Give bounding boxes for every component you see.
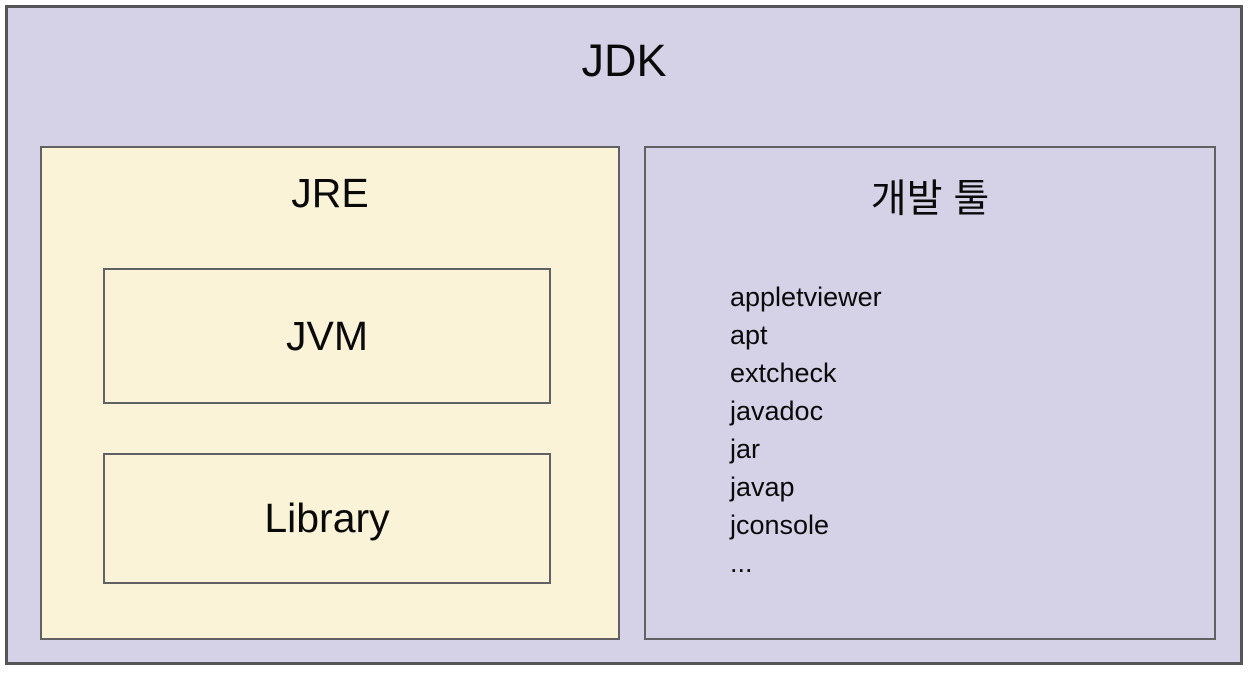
tool-item-javap: javap [730,472,795,502]
tool-item-javadoc: javadoc [730,396,824,426]
tool-item-ellipsis: ... [730,548,753,578]
tool-item-extcheck: extcheck [730,358,837,388]
jre-title: JRE [291,170,369,216]
jre-box: JRE JVM Library [40,146,620,640]
devtools-list: appletviewer apt extcheck javadoc jar ja… [730,278,882,582]
tool-item-jar: jar [730,434,761,464]
jvm-label: JVM [286,312,368,359]
tool-item-apt: apt [730,320,768,350]
devtools-title: 개발 툴 [870,178,990,221]
library-box: Library [103,453,551,584]
jvm-box: JVM [103,268,551,404]
tool-item-appletviewer: appletviewer [730,282,882,312]
jdk-box: JDK JRE JVM Library 개발 툴 appletviewer ap… [5,5,1243,665]
jdk-title: JDK [581,35,667,86]
library-label: Library [264,495,390,541]
devtools-box: 개발 툴 appletviewer apt extcheck javadoc j… [644,146,1216,640]
tool-item-jconsole: jconsole [730,510,830,540]
